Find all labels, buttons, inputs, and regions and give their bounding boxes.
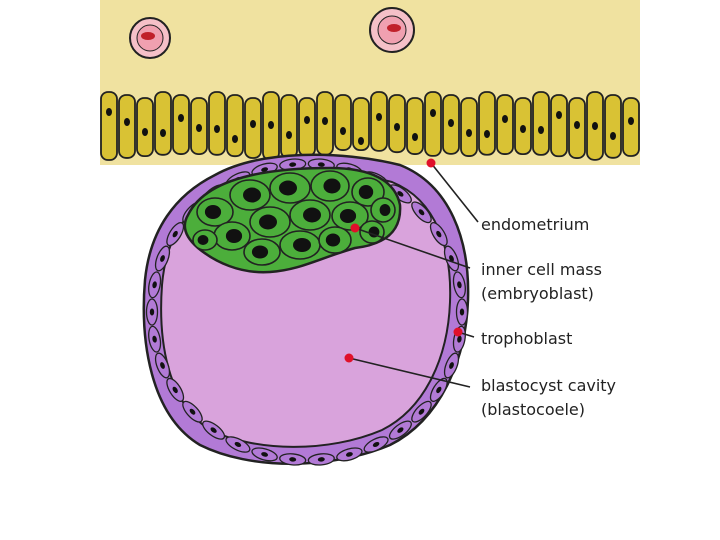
trophoblast-cell bbox=[182, 400, 203, 423]
pointer-dot-trophoblast bbox=[453, 327, 463, 337]
inner-cell bbox=[351, 177, 385, 207]
endometrial-epithelium bbox=[100, 91, 640, 161]
trophoblast-cell bbox=[429, 222, 448, 247]
epithelial-cell bbox=[262, 91, 280, 161]
pointer-line-blastocyst-cavity bbox=[348, 357, 471, 388]
inner-cell bbox=[213, 221, 251, 251]
trophoblast-cell bbox=[411, 201, 432, 224]
epithelial-cell bbox=[442, 94, 460, 155]
inner-cell bbox=[289, 199, 331, 231]
epithelial-cell bbox=[352, 97, 370, 152]
epithelial-cell bbox=[154, 91, 172, 156]
trophoblast-cell bbox=[148, 325, 162, 353]
epithelial-cell bbox=[226, 94, 244, 158]
inner-cell bbox=[370, 197, 396, 223]
epithelial-cell bbox=[424, 91, 442, 157]
trophoblast-cell bbox=[154, 245, 171, 272]
inner-cell bbox=[318, 226, 352, 254]
epithelial-cell bbox=[244, 97, 262, 159]
inner-cell bbox=[192, 229, 218, 251]
trophoblast-cell bbox=[145, 298, 159, 326]
pointer-line-inner-cell-mass bbox=[354, 227, 471, 269]
epithelial-cell bbox=[460, 97, 478, 157]
trophoblast-cell bbox=[279, 453, 307, 466]
label-trophoblast: trophoblast bbox=[481, 329, 572, 348]
inner-cell bbox=[269, 172, 311, 204]
label-embryoblast: (embryoblast) bbox=[481, 284, 594, 303]
trophoblast-cell bbox=[154, 352, 171, 379]
trophoblast-cell bbox=[363, 436, 389, 453]
epithelial-cell bbox=[550, 94, 568, 158]
epithelial-cell bbox=[604, 94, 622, 159]
trophoblast-cell bbox=[443, 352, 460, 379]
epithelial-cell bbox=[622, 97, 640, 157]
trophoblast-cell bbox=[429, 377, 448, 402]
epithelial-cell bbox=[514, 97, 532, 156]
blood-cell bbox=[129, 17, 171, 59]
trophoblast-cell bbox=[202, 420, 226, 440]
pointer-line-endometrium bbox=[430, 162, 479, 223]
blood-cell bbox=[369, 7, 415, 53]
inner-cell bbox=[279, 230, 321, 260]
inner-cell bbox=[196, 197, 234, 227]
trophoblast-cell bbox=[452, 271, 466, 299]
inner-cell bbox=[229, 179, 271, 211]
inner-cell bbox=[359, 220, 385, 244]
trophoblast-cell bbox=[455, 298, 469, 326]
epithelial-cell bbox=[586, 91, 604, 161]
pointer-dot-blastocyst-cavity bbox=[344, 353, 354, 363]
epithelial-cell bbox=[496, 94, 514, 155]
pointer-dot-inner-cell-mass bbox=[350, 223, 360, 233]
epithelial-cell bbox=[136, 97, 154, 158]
epithelial-cell bbox=[190, 97, 208, 155]
epithelial-cell bbox=[316, 91, 334, 156]
epithelial-cell bbox=[568, 97, 586, 159]
epithelial-cell bbox=[298, 97, 316, 157]
trophoblast-cell bbox=[307, 453, 335, 466]
epithelial-cell bbox=[370, 91, 388, 152]
epithelial-cell bbox=[208, 91, 226, 156]
epithelial-cell bbox=[118, 94, 136, 159]
epithelial-cell bbox=[532, 91, 550, 156]
trophoblast-cell bbox=[336, 447, 363, 462]
trophoblast-cell bbox=[148, 271, 162, 299]
label-inner-cell-mass: inner cell mass bbox=[481, 260, 602, 279]
inner-cell bbox=[331, 201, 369, 231]
trophoblast-cell bbox=[388, 420, 412, 440]
label-blastocyst-cavity: blastocyst cavity bbox=[481, 376, 616, 395]
trophoblast-cell bbox=[411, 400, 432, 423]
label-endometrium: endometrium bbox=[481, 215, 589, 234]
epithelial-cell bbox=[388, 94, 406, 154]
inner-cell bbox=[249, 206, 291, 238]
trophoblast-cell bbox=[225, 436, 251, 453]
epithelial-cell bbox=[100, 91, 118, 161]
trophoblast-cell bbox=[251, 447, 278, 462]
inner-cell bbox=[243, 238, 281, 266]
epithelial-cell bbox=[172, 94, 190, 155]
epithelial-cell bbox=[478, 91, 496, 156]
inner-cell bbox=[310, 170, 350, 202]
blastocyst bbox=[142, 153, 470, 466]
trophoblast-cell bbox=[166, 377, 185, 402]
epithelial-cell bbox=[406, 97, 424, 155]
epithelial-cell bbox=[334, 94, 352, 151]
pointer-dot-endometrium bbox=[426, 158, 436, 168]
label-blastocoele: (blastocoele) bbox=[481, 400, 585, 419]
epithelial-cell bbox=[280, 94, 298, 159]
trophoblast-cell bbox=[166, 222, 185, 247]
inner-cell-mass-cells bbox=[192, 170, 396, 266]
